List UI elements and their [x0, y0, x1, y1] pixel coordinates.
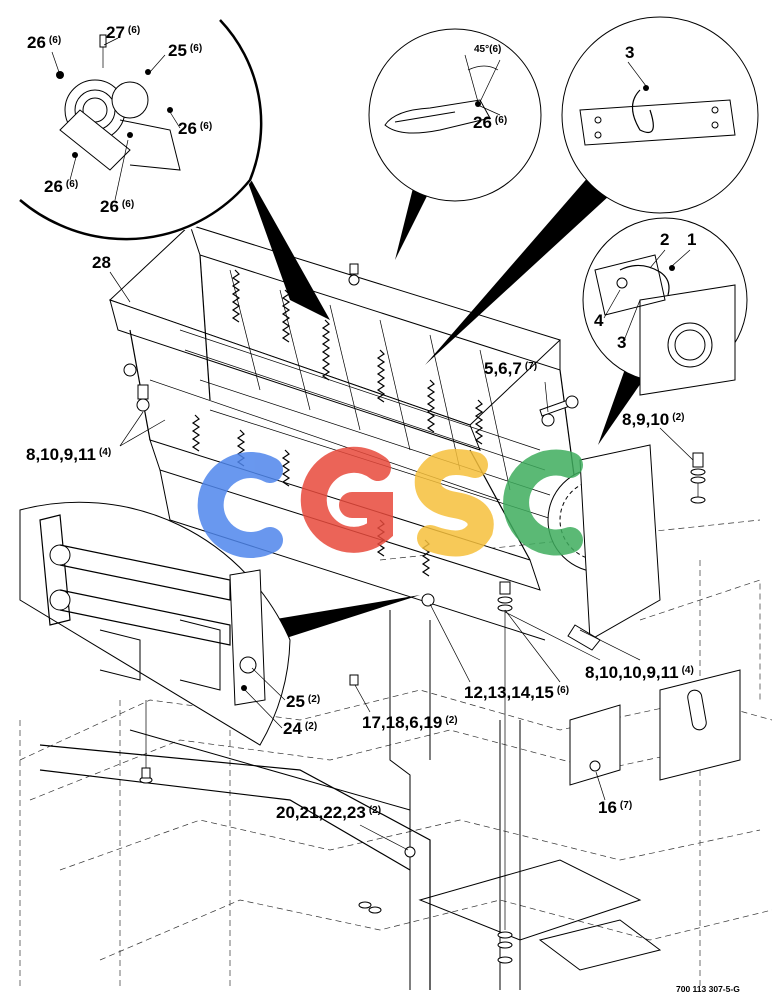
callout-5-6-7: 5,6,7(7) — [484, 359, 537, 378]
callout-16: 16(7) — [598, 798, 632, 817]
lower-fasteners — [139, 610, 513, 964]
top-bolt — [348, 263, 360, 286]
callout-17-18-6-19: 17,18,6,19(2) — [362, 713, 458, 732]
bolt-5-6-7 — [539, 395, 579, 417]
callout-12-13-14-15: 12,13,14,15(6) — [464, 683, 569, 702]
callout-8-10-10-9-11: 8,10,10,9,11(4) — [585, 663, 694, 682]
callout-25a: 25(6) — [168, 41, 202, 60]
left-bolts — [123, 363, 150, 412]
callout-3a: 3 — [625, 43, 634, 62]
detail-link-circle — [425, 16, 759, 365]
bolt-8-9-10 — [690, 452, 706, 504]
callout-26c: 26(6) — [44, 177, 78, 196]
watermark-letter-c-green — [503, 449, 583, 556]
watermark — [197, 446, 583, 558]
callout-26a: 26(6) — [27, 33, 61, 52]
callout-27: 27(6) — [106, 23, 140, 42]
callout-1: 1 — [687, 230, 696, 249]
callout-45deg: 45°(6) — [474, 44, 501, 55]
watermark-letter-g-red — [300, 446, 393, 553]
leader-lines — [51, 37, 694, 851]
detail-bearing-circle — [19, 0, 330, 320]
bolt-12-13-14-15 — [421, 581, 513, 612]
watermark-letter-c-blue — [197, 452, 283, 558]
callout-2: 2 — [660, 230, 669, 249]
bracket-plate-16 — [569, 704, 621, 786]
slot-plate — [659, 669, 741, 781]
callout-26e: 26(6) — [473, 113, 507, 132]
callout-24: 24(2) — [283, 719, 317, 738]
detail-shaft-circle — [19, 501, 420, 746]
callout-25b: 25(2) — [286, 692, 320, 711]
watermark-letter-s-yellow — [414, 449, 494, 557]
callout-26b: 26(6) — [178, 119, 212, 138]
drawing-number: 700 113 307-5-G — [676, 984, 740, 994]
callout-3b: 3 — [617, 333, 626, 352]
callout-26d: 26(6) — [100, 197, 134, 216]
callout-labels: 26(6) 27(6) 25(6) 26(6) 26(6) 26(6) 45°(6) 26(6… — [26, 23, 696, 822]
callout-28: 28 — [92, 253, 111, 272]
callout-20-21-22-23: 20,21,22,23(2) — [276, 803, 381, 822]
upper-springs — [231, 269, 484, 445]
detail-latch-circle — [582, 217, 748, 445]
callout-8-10-9-11-left: 8,10,9,11(4) — [26, 445, 111, 464]
callout-4: 4 — [594, 311, 604, 330]
detail-hook-circle — [368, 28, 542, 260]
callout-8-9-10: 8,9,10(2) — [622, 410, 685, 429]
